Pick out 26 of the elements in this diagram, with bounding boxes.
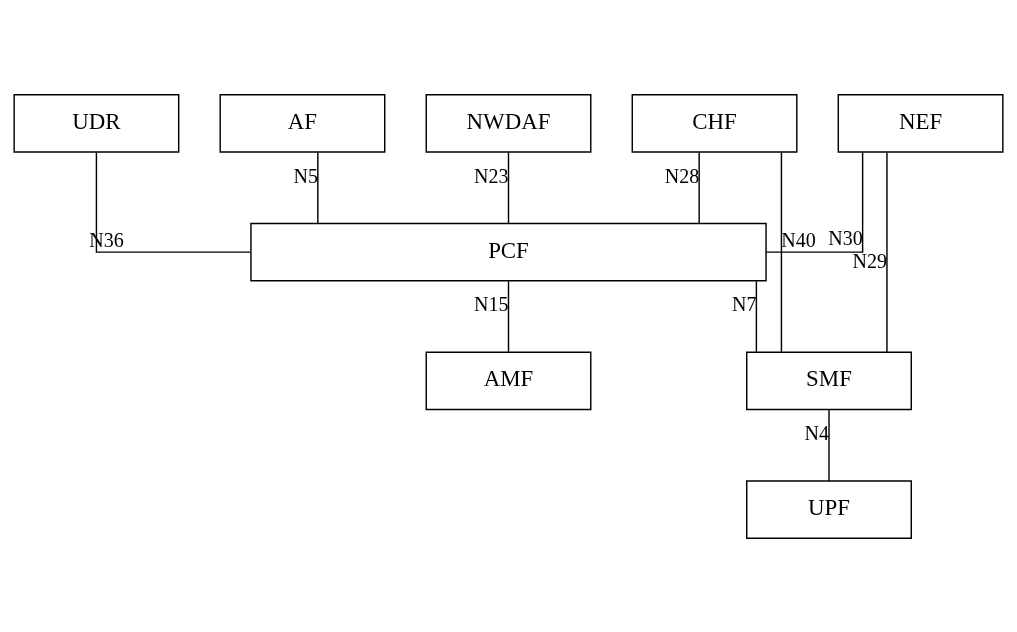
node-box: NWDAF	[425, 93, 592, 153]
node-box: AMF	[425, 351, 592, 410]
edge-label: N5	[293, 164, 318, 187]
connector	[886, 151, 888, 353]
node-box: UPF	[746, 479, 912, 539]
edge-label: N40	[781, 228, 816, 251]
edge-label: N30	[828, 226, 863, 249]
connector	[95, 151, 252, 253]
connector	[698, 151, 700, 224]
node-box: NEF	[837, 93, 1004, 153]
node-box: SMF	[746, 351, 912, 410]
connector	[755, 280, 758, 353]
connector	[828, 408, 830, 482]
connector	[317, 151, 319, 224]
node-box: AF	[219, 93, 386, 153]
connector	[507, 280, 510, 353]
connector	[780, 151, 783, 353]
connector	[765, 151, 864, 253]
connector	[507, 151, 510, 224]
node-box: CHF	[631, 93, 798, 153]
edge-label: N15	[474, 292, 509, 315]
edge-label: N7	[731, 292, 757, 315]
node-box: PCF	[250, 222, 767, 281]
edge-label: N29	[852, 249, 888, 272]
node-box: UDR	[13, 93, 180, 153]
edge-label: N23	[474, 164, 509, 187]
